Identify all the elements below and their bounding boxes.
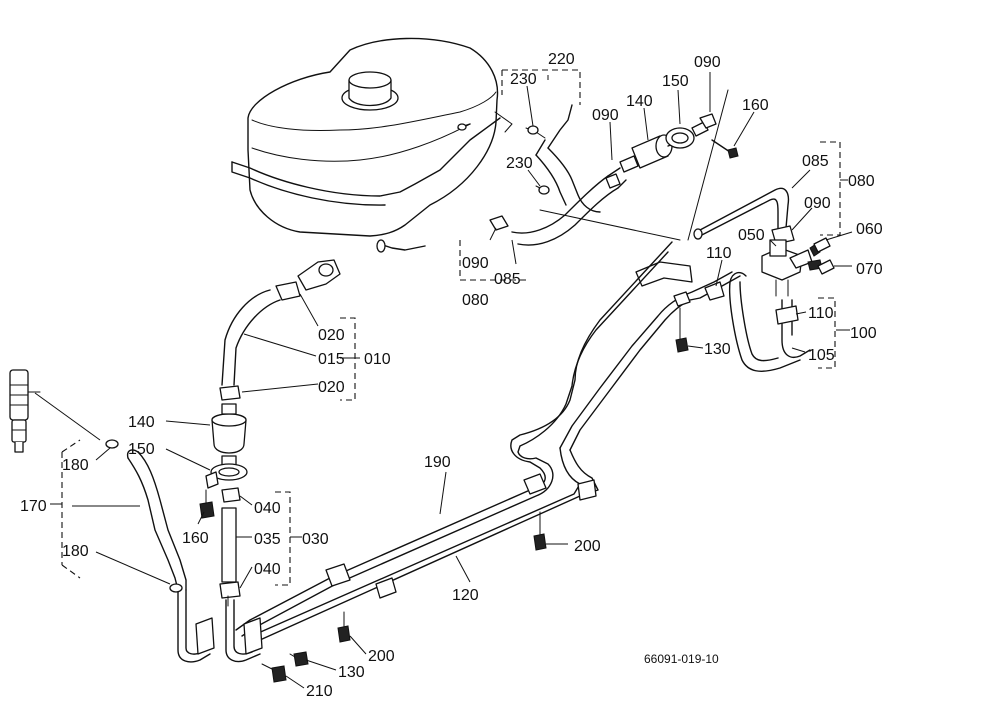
- label-090-right: 090: [804, 195, 831, 212]
- label-070: 070: [856, 261, 883, 278]
- label-220: 220: [548, 51, 575, 68]
- label-100: 100: [850, 325, 877, 342]
- label-090-lower: 090: [462, 255, 489, 272]
- upper-fuel-hoses: [489, 89, 729, 246]
- hose-010: [219, 259, 341, 401]
- label-dashes: [50, 179, 850, 538]
- part-labels: 220 230 230 090 140 150 090 160 085 080 …: [20, 51, 883, 700]
- label-180-top: 180: [62, 457, 89, 474]
- fuel-pipe-190: [235, 241, 673, 637]
- label-130-middle: 130: [704, 341, 731, 358]
- label-080-right: 080: [848, 173, 875, 190]
- leader-lines: [72, 72, 853, 689]
- group-brackets: [61, 69, 841, 586]
- label-140-lower: 140: [128, 414, 155, 431]
- label-130-lower: 130: [338, 664, 365, 681]
- label-110-middle: 110: [706, 245, 732, 262]
- label-060: 060: [856, 221, 883, 238]
- label-040-bottom: 040: [254, 561, 281, 578]
- label-020-bottom: 020: [318, 379, 345, 396]
- label-150-top: 150: [662, 73, 689, 90]
- injection-nozzle: [9, 369, 41, 453]
- label-010: 010: [364, 351, 391, 368]
- label-230-top: 230: [510, 71, 537, 88]
- hose-030: [219, 487, 241, 607]
- bracket: [635, 261, 693, 287]
- hose-170: [34, 392, 187, 593]
- label-120: 120: [452, 587, 479, 604]
- label-230-bottom: 230: [506, 155, 533, 172]
- label-040-top: 040: [254, 500, 281, 517]
- label-090-top: 090: [694, 54, 721, 71]
- fuel-pipe-120: [247, 447, 599, 651]
- label-160-top: 160: [742, 97, 769, 114]
- label-035: 035: [254, 531, 281, 548]
- label-150-lower: 150: [128, 441, 155, 458]
- reference-number: 66091-019-10: [644, 652, 719, 666]
- label-030: 030: [302, 531, 329, 548]
- fuel-tank: [231, 37, 513, 253]
- return-hose-assembly: [525, 104, 601, 213]
- upper-fuel-filter: [619, 113, 739, 173]
- label-020-top: 020: [318, 327, 345, 344]
- label-015: 015: [318, 351, 345, 368]
- lower-pipes: [177, 589, 309, 683]
- label-200-right: 200: [574, 538, 601, 555]
- label-110-right: 110: [808, 305, 834, 322]
- hose-loop-100: [728, 271, 811, 372]
- label-210: 210: [306, 683, 333, 700]
- label-160-lower: 160: [182, 530, 209, 547]
- label-105: 105: [808, 347, 835, 364]
- label-080-lower: 080: [462, 292, 489, 309]
- label-190: 190: [424, 454, 451, 471]
- label-085-right: 085: [802, 153, 829, 170]
- label-050: 050: [738, 227, 765, 244]
- label-085-lower: 085: [494, 271, 521, 288]
- fuel-cap: [341, 71, 399, 111]
- label-090-left: 090: [592, 107, 619, 124]
- label-180-bottom: 180: [62, 543, 89, 560]
- lower-fuel-filter: [199, 403, 248, 519]
- middle-hose-110: [559, 271, 741, 451]
- label-200-lower: 200: [368, 648, 395, 665]
- label-140-top: 140: [626, 93, 653, 110]
- label-170: 170: [20, 498, 47, 515]
